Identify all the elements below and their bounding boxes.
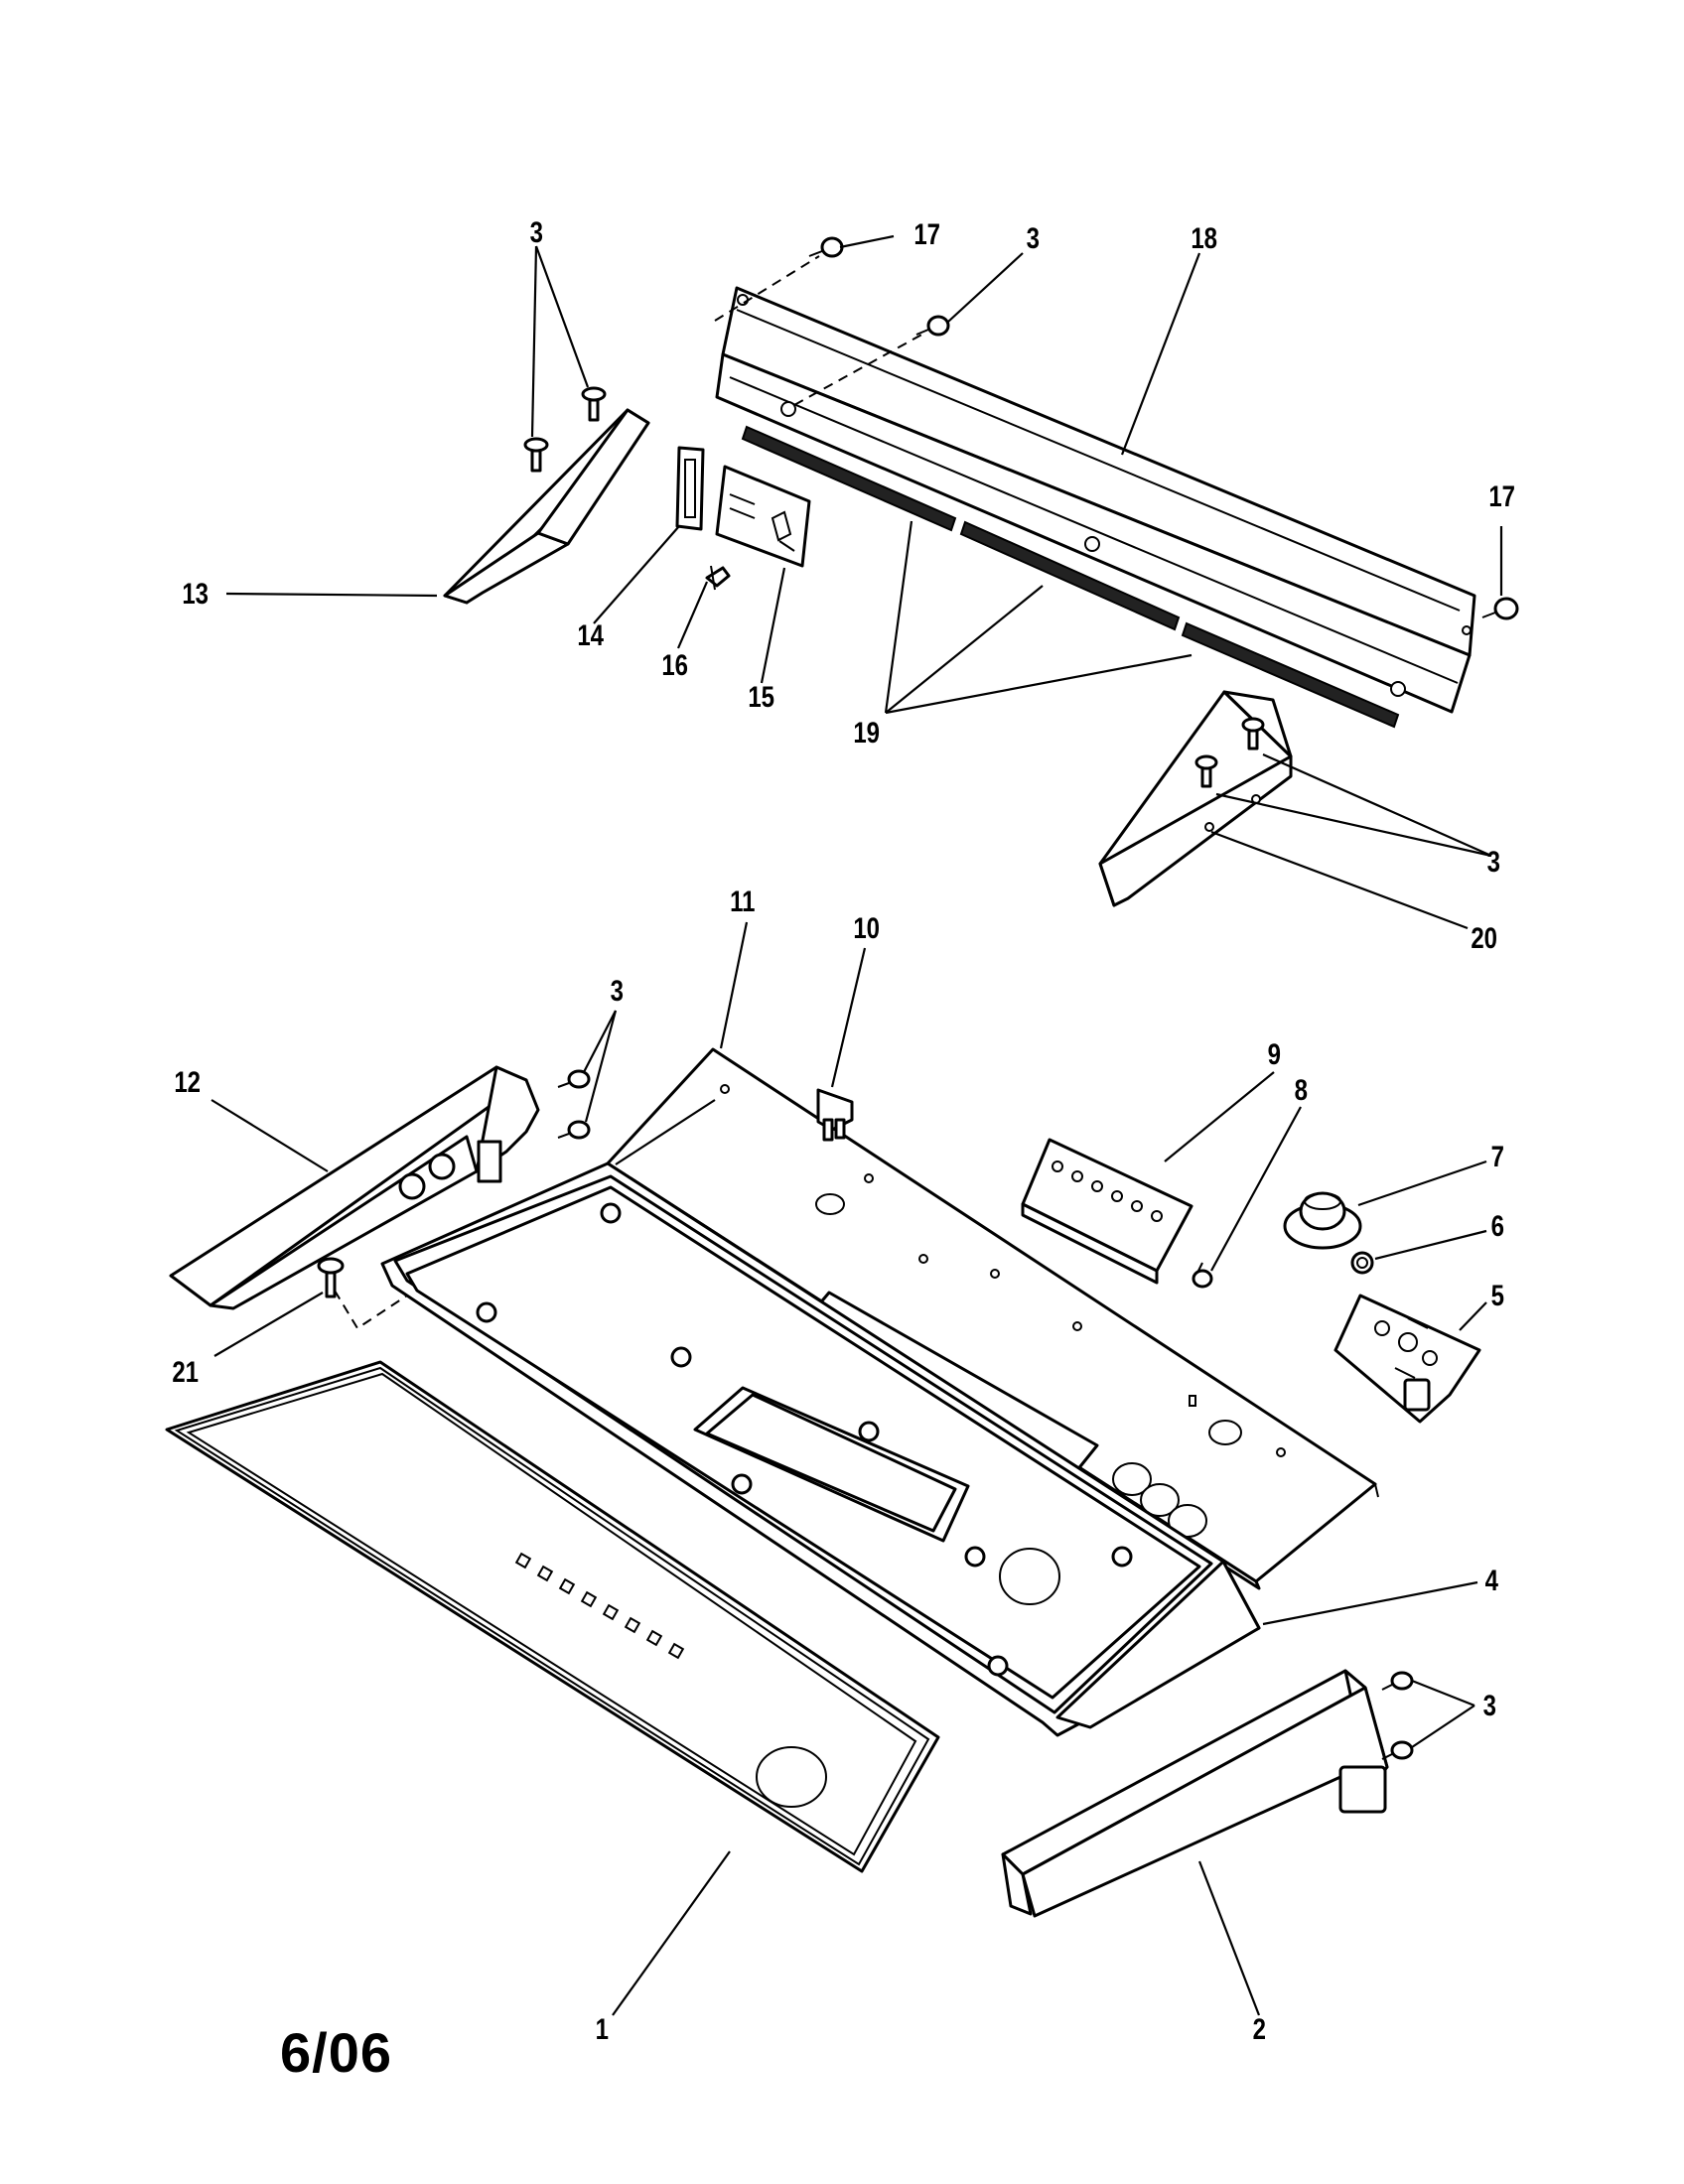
callout-16: 16 [661,647,688,681]
callout-6: 6 [1491,1208,1504,1242]
part-20-right-end-cap [1098,690,1293,907]
part-17-screw-top [808,236,844,258]
callout-7: 7 [1491,1139,1504,1172]
callout-3-top-left: 3 [530,214,543,248]
part-1-front-overlay [165,1360,940,1873]
callout-13: 13 [182,576,209,610]
callout-21: 21 [172,1354,199,1388]
callout-18: 18 [1191,220,1217,254]
part-3-screw-rail [915,315,950,337]
part-12-left-end-cap [169,1065,591,1310]
callout-1: 1 [596,2011,609,2045]
callout-4: 4 [1485,1563,1498,1596]
part-3-screw-cap13-b [581,386,607,422]
part-18-rear-channel [715,286,1476,714]
callout-3-bottom-right: 3 [1483,1688,1496,1721]
callout-11: 11 [730,884,755,917]
callout-2: 2 [1253,2011,1266,2045]
rail-screws [714,236,1519,620]
callout-10: 10 [853,910,880,944]
part-3-screw-cap13-a [523,437,549,473]
part-6-spring [1350,1251,1374,1275]
part-19-foam-strips [741,425,1400,729]
part-3-screw-cap20-b [1194,754,1218,788]
part-17-screw-right [1481,597,1519,620]
part-14-bezel [675,446,705,531]
callout-12: 12 [174,1064,201,1098]
callout-20: 20 [1471,920,1497,954]
callout-17-right: 17 [1488,478,1515,512]
callout-17-top: 17 [913,216,940,250]
callout-3-right: 3 [1487,844,1500,878]
callout-3-top: 3 [1027,220,1040,254]
part-2-right-end-cap [1001,1669,1414,1918]
part-9-button-module [1021,1138,1193,1285]
part-16-clip [705,565,731,591]
callout-labels: 3 17 3 18 17 13 14 16 15 19 3 20 11 10 3… [172,214,1515,2045]
part-3-screw-cap12-a [557,1069,591,1089]
callout-5: 5 [1491,1278,1504,1311]
part-15-board [715,465,811,568]
part-3-screw-cap2-a [1381,1671,1414,1691]
date-code: 6/06 [280,2021,392,2084]
part-4-console-frame [380,1161,1261,1737]
callout-14: 14 [577,617,604,651]
part-3-screw-cap2-b [1381,1740,1414,1760]
leader-lines [210,234,1503,2016]
part-3-screw-cap12-b [557,1120,591,1140]
part-10-clip [816,1088,854,1142]
part-5-switch [1333,1294,1481,1424]
part-8-screw [1192,1262,1213,1289]
part-13-left-end-cap [443,386,650,605]
callout-15: 15 [748,679,774,713]
callout-8: 8 [1295,1072,1308,1106]
callout-19: 19 [853,715,880,749]
callout-9: 9 [1268,1036,1281,1070]
part-7-knob [1283,1191,1362,1250]
callout-3-left: 3 [611,973,624,1007]
part-21-screw [317,1257,408,1330]
part-3-screw-cap20-a [1241,717,1265,751]
